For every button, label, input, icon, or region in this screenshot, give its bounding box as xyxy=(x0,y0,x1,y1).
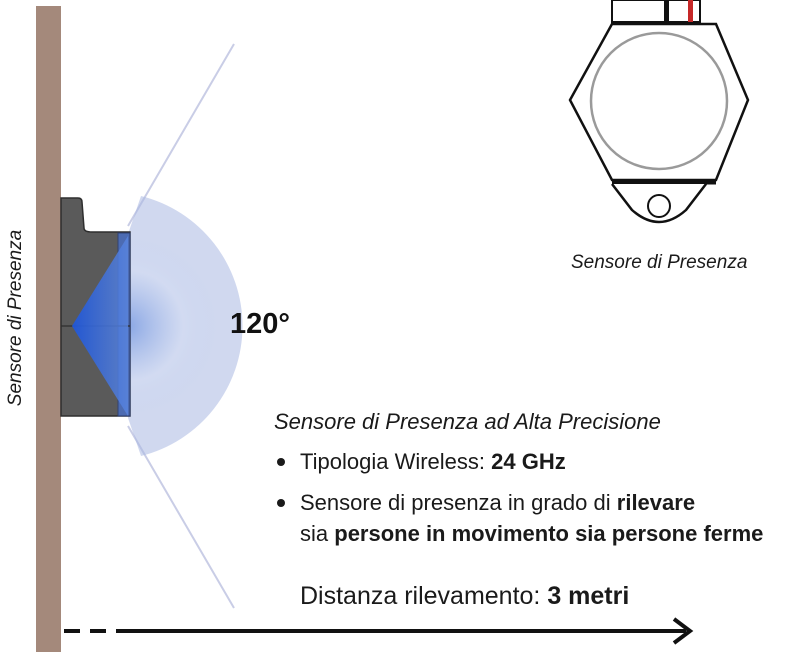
detection-cone-lower-line xyxy=(127,425,235,609)
sensor-top-view-dome xyxy=(589,31,729,171)
mount-hole xyxy=(647,194,671,218)
distance-value: 3 metri xyxy=(547,582,630,610)
feature-item: Tipologia Wireless: 24 GHz xyxy=(274,446,763,477)
cable-housing xyxy=(611,0,701,23)
wall xyxy=(36,6,61,652)
red-wire xyxy=(688,0,693,22)
device-caption: Sensore di Presenza xyxy=(571,252,748,273)
features-list: Tipologia Wireless: 24 GHz Sensore di pr… xyxy=(274,446,763,559)
info-title: Sensore di Presenza ad Alta Precisione xyxy=(274,409,661,434)
distance-label: Distanza rilevamento: 3 metri xyxy=(300,582,630,610)
angle-label: 120° xyxy=(230,308,290,340)
feature-item: Sensore di presenza in grado di rilevare… xyxy=(274,487,763,549)
vertical-sensor-label: Sensore di Presenza xyxy=(5,229,26,407)
sensor-inner-beam xyxy=(72,236,128,416)
feature-value: 24 GHz xyxy=(491,449,566,474)
detection-area xyxy=(128,196,243,456)
detection-cone-upper-line xyxy=(127,43,235,227)
black-wire xyxy=(664,0,669,22)
arrow-right-icon xyxy=(672,617,694,645)
